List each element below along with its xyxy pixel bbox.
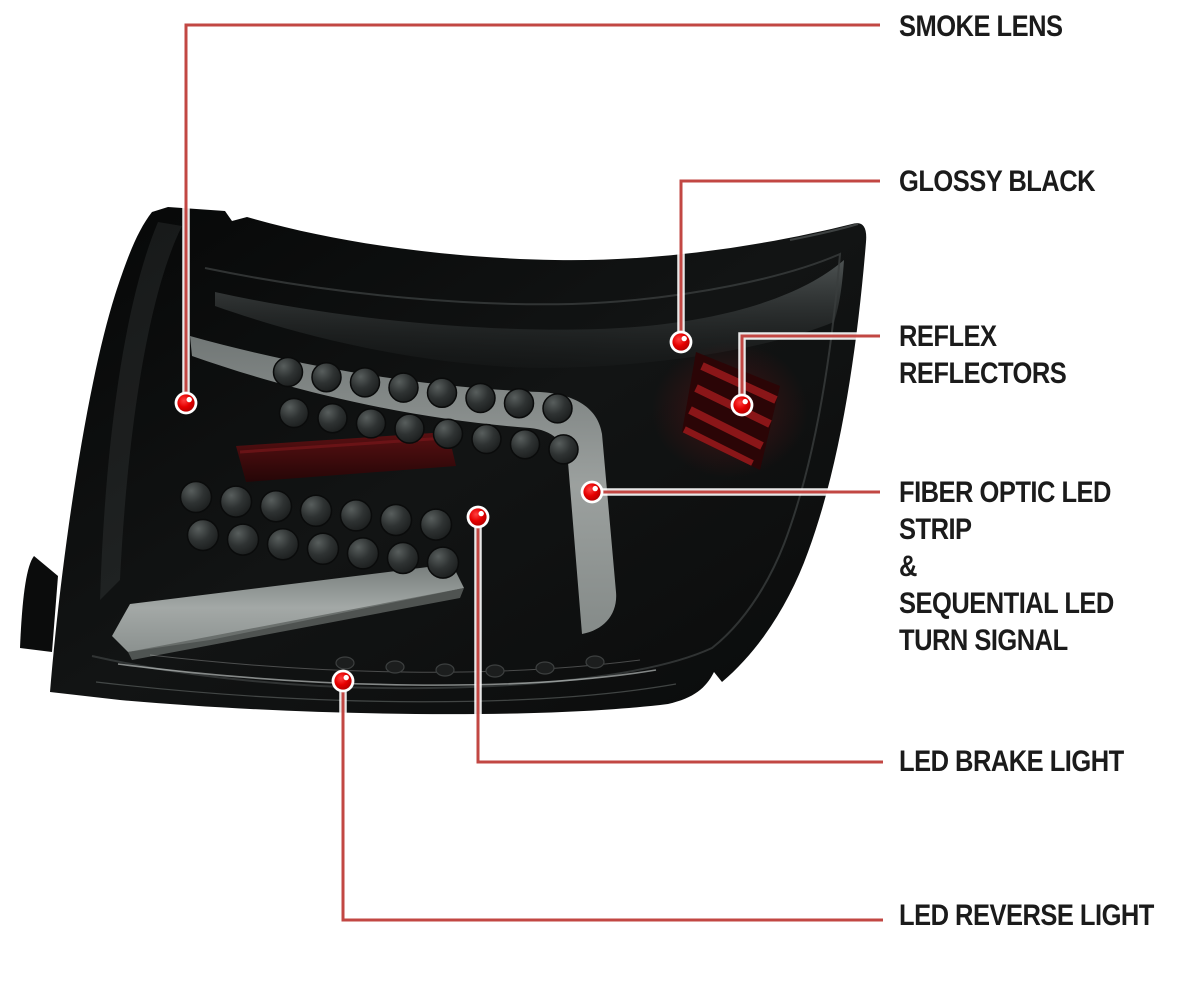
lens-bezel-line bbox=[91, 252, 842, 690]
left-edge-highlight bbox=[100, 222, 182, 600]
callout-line-led-reverse-light bbox=[339, 681, 883, 924]
led-array bbox=[179, 356, 579, 579]
callout-dot-fiber-optic bbox=[580, 480, 604, 504]
callout-line-led-brake-light bbox=[474, 517, 883, 766]
callout-dot-led-reverse-light bbox=[331, 669, 355, 693]
callout-label-glossy-black: GLOSSY BLACK bbox=[899, 165, 1096, 198]
callout-line-smoke-lens bbox=[182, 21, 880, 403]
side-fin bbox=[20, 556, 58, 652]
callout-label-fiber-optic: FIBER OPTIC LED STRIP & SEQUENTIAL LED T… bbox=[899, 476, 1114, 657]
reflex-reflector bbox=[652, 342, 808, 478]
callout-label-led-brake-light: LED BRAKE LIGHT bbox=[899, 745, 1124, 778]
callout-label-led-reverse-light: LED REVERSE LIGHT bbox=[899, 899, 1154, 932]
callout-line-reflex-reflectors bbox=[738, 332, 880, 405]
callout-dot-reflex-reflectors bbox=[730, 393, 754, 417]
top-edge-highlight bbox=[789, 223, 859, 241]
callout-label-smoke-lens: SMOKE LENS bbox=[899, 10, 1063, 43]
callout-line-glossy-black bbox=[677, 177, 880, 342]
callout-label-reflex-reflectors: REFLEX REFLECTORS bbox=[899, 320, 1067, 390]
callout-dot-glossy-black bbox=[669, 330, 693, 354]
bottom-lens-strip bbox=[95, 654, 677, 703]
lower-light-bar-wedge bbox=[112, 564, 464, 660]
callout-dot-smoke-lens bbox=[174, 391, 198, 415]
callout-dot-led-brake-light bbox=[466, 505, 490, 529]
callout-dots bbox=[174, 330, 754, 693]
